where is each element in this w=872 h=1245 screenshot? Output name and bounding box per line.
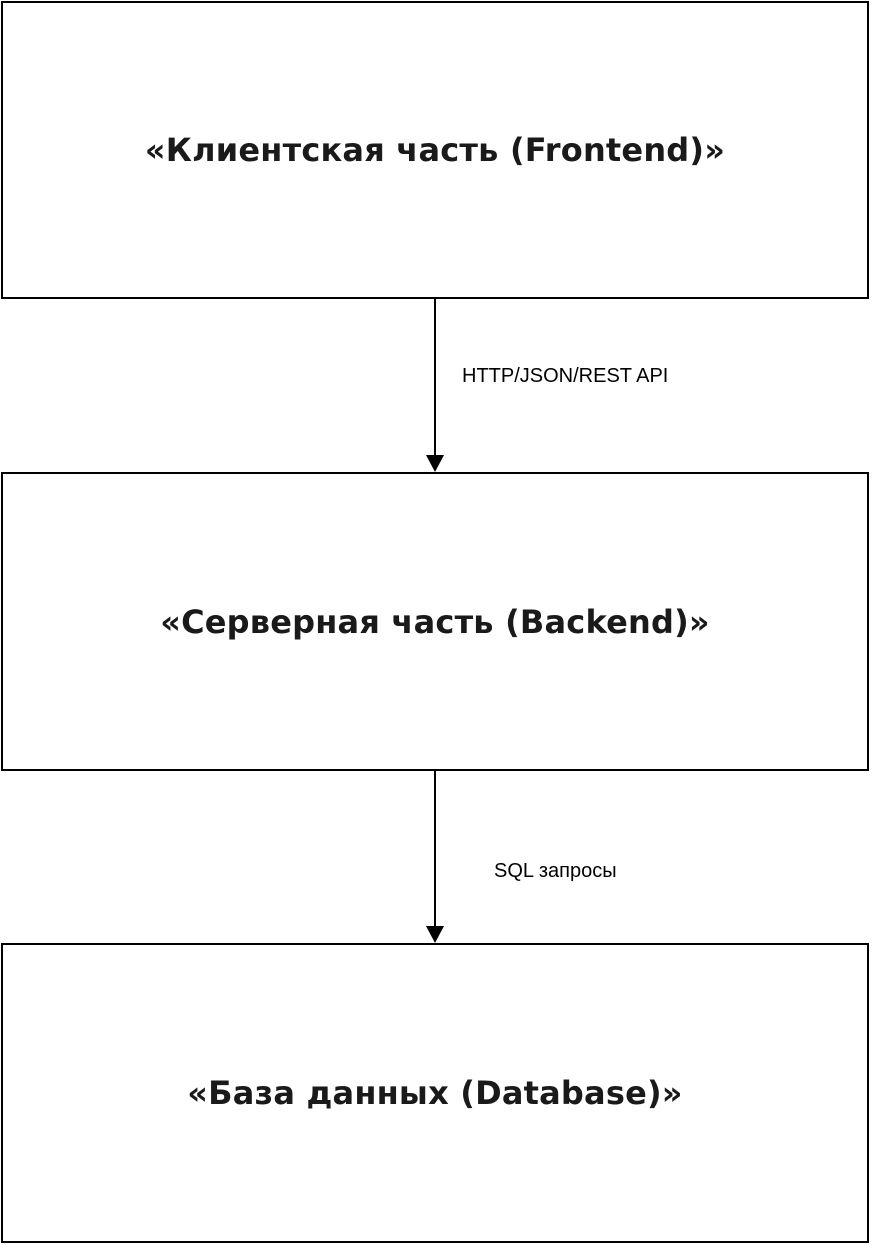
arrowhead-icon: [426, 455, 444, 472]
backend-node-label: «Серверная часть (Backend)»: [160, 602, 710, 641]
edge-frontend-to-backend: [426, 299, 444, 472]
database-node: «База данных (Database)»: [1, 943, 869, 1243]
database-node-label: «База данных (Database)»: [187, 1074, 683, 1112]
edge-label-http-json-rest-api: HTTP/JSON/REST API: [462, 365, 669, 387]
edge-label-sql-queries: SQL запросы: [494, 860, 617, 882]
arrowhead-icon: [426, 926, 444, 943]
frontend-node-label: «Клиентская часть (Frontend)»: [144, 131, 726, 169]
backend-node: «Серверная часть (Backend)»: [1, 472, 869, 771]
frontend-node: «Клиентская часть (Frontend)»: [1, 1, 869, 299]
edge-backend-to-database: [426, 771, 444, 943]
